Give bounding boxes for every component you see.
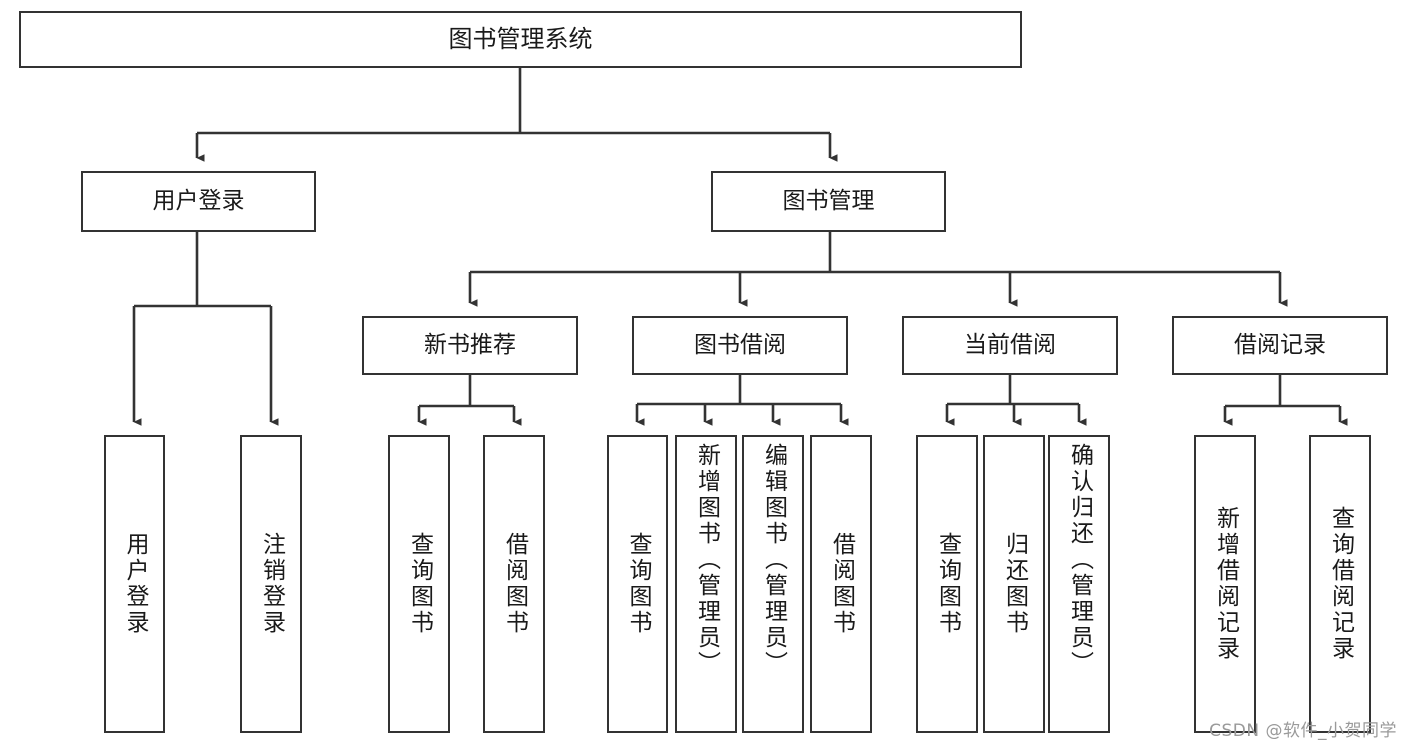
csdn-watermark: CSDN @软件_小贺同学 (1209, 721, 1397, 741)
leaf-borrow-book-book-borrow[interactable]: 借阅图书 (810, 435, 872, 733)
node-label: 查询借阅记录 (1327, 506, 1354, 662)
leaf-query-book-new-book-rec[interactable]: 查询图书 (388, 435, 450, 733)
node-current-borrowing[interactable]: 当前借阅 (902, 316, 1118, 375)
node-label: 注销登录 (258, 532, 285, 636)
leaf-confirm-return-admin[interactable]: 确认归还（管理员） (1048, 435, 1110, 733)
node-label: 归还图书 (1001, 532, 1028, 636)
leaf-query-borrow-record[interactable]: 查询借阅记录 (1309, 435, 1371, 733)
leaf-query-book-current-borrow[interactable]: 查询图书 (916, 435, 978, 733)
node-book-management[interactable]: 图书管理 (711, 171, 946, 232)
node-label: 用户登录 (152, 188, 245, 215)
node-root-library-management-system[interactable]: 图书管理系统 (19, 11, 1022, 68)
node-label: 用户登录 (122, 532, 148, 636)
node-label: 借阅图书 (828, 532, 855, 636)
node-label: 图书管理 (782, 188, 875, 215)
node-label: 图书借阅 (694, 332, 786, 359)
node-label: 查询图书 (625, 532, 651, 636)
leaf-add-borrow-record[interactable]: 新增借阅记录 (1194, 435, 1256, 733)
node-label: 查询图书 (406, 532, 433, 636)
node-new-book-recommendation[interactable]: 新书推荐 (362, 316, 578, 375)
node-label: 新增图书（管理员） (693, 443, 720, 677)
node-label: 新书推荐 (424, 332, 516, 359)
leaf-add-book-admin[interactable]: 新增图书（管理员） (675, 435, 737, 733)
node-label: 确认归还（管理员） (1066, 443, 1093, 677)
leaf-borrow-book-new-book-rec[interactable]: 借阅图书 (483, 435, 545, 733)
leaf-query-book-book-borrow[interactable]: 查询图书 (607, 435, 668, 733)
node-user-login[interactable]: 用户登录 (81, 171, 316, 232)
node-label: 查询图书 (934, 532, 961, 636)
node-label: 当前借阅 (964, 332, 1056, 359)
node-book-borrowing[interactable]: 图书借阅 (632, 316, 848, 375)
node-label: 编辑图书（管理员） (760, 443, 787, 677)
leaf-return-book[interactable]: 归还图书 (983, 435, 1045, 733)
leaf-user-login[interactable]: 用户登录 (104, 435, 165, 733)
leaf-edit-book-admin[interactable]: 编辑图书（管理员） (742, 435, 804, 733)
node-label: 借阅记录 (1234, 332, 1326, 359)
node-label: 图书管理系统 (448, 24, 593, 53)
node-label: 新增借阅记录 (1212, 506, 1239, 662)
leaf-logout[interactable]: 注销登录 (240, 435, 302, 733)
node-borrowing-record[interactable]: 借阅记录 (1172, 316, 1388, 375)
node-label: 借阅图书 (501, 532, 528, 636)
